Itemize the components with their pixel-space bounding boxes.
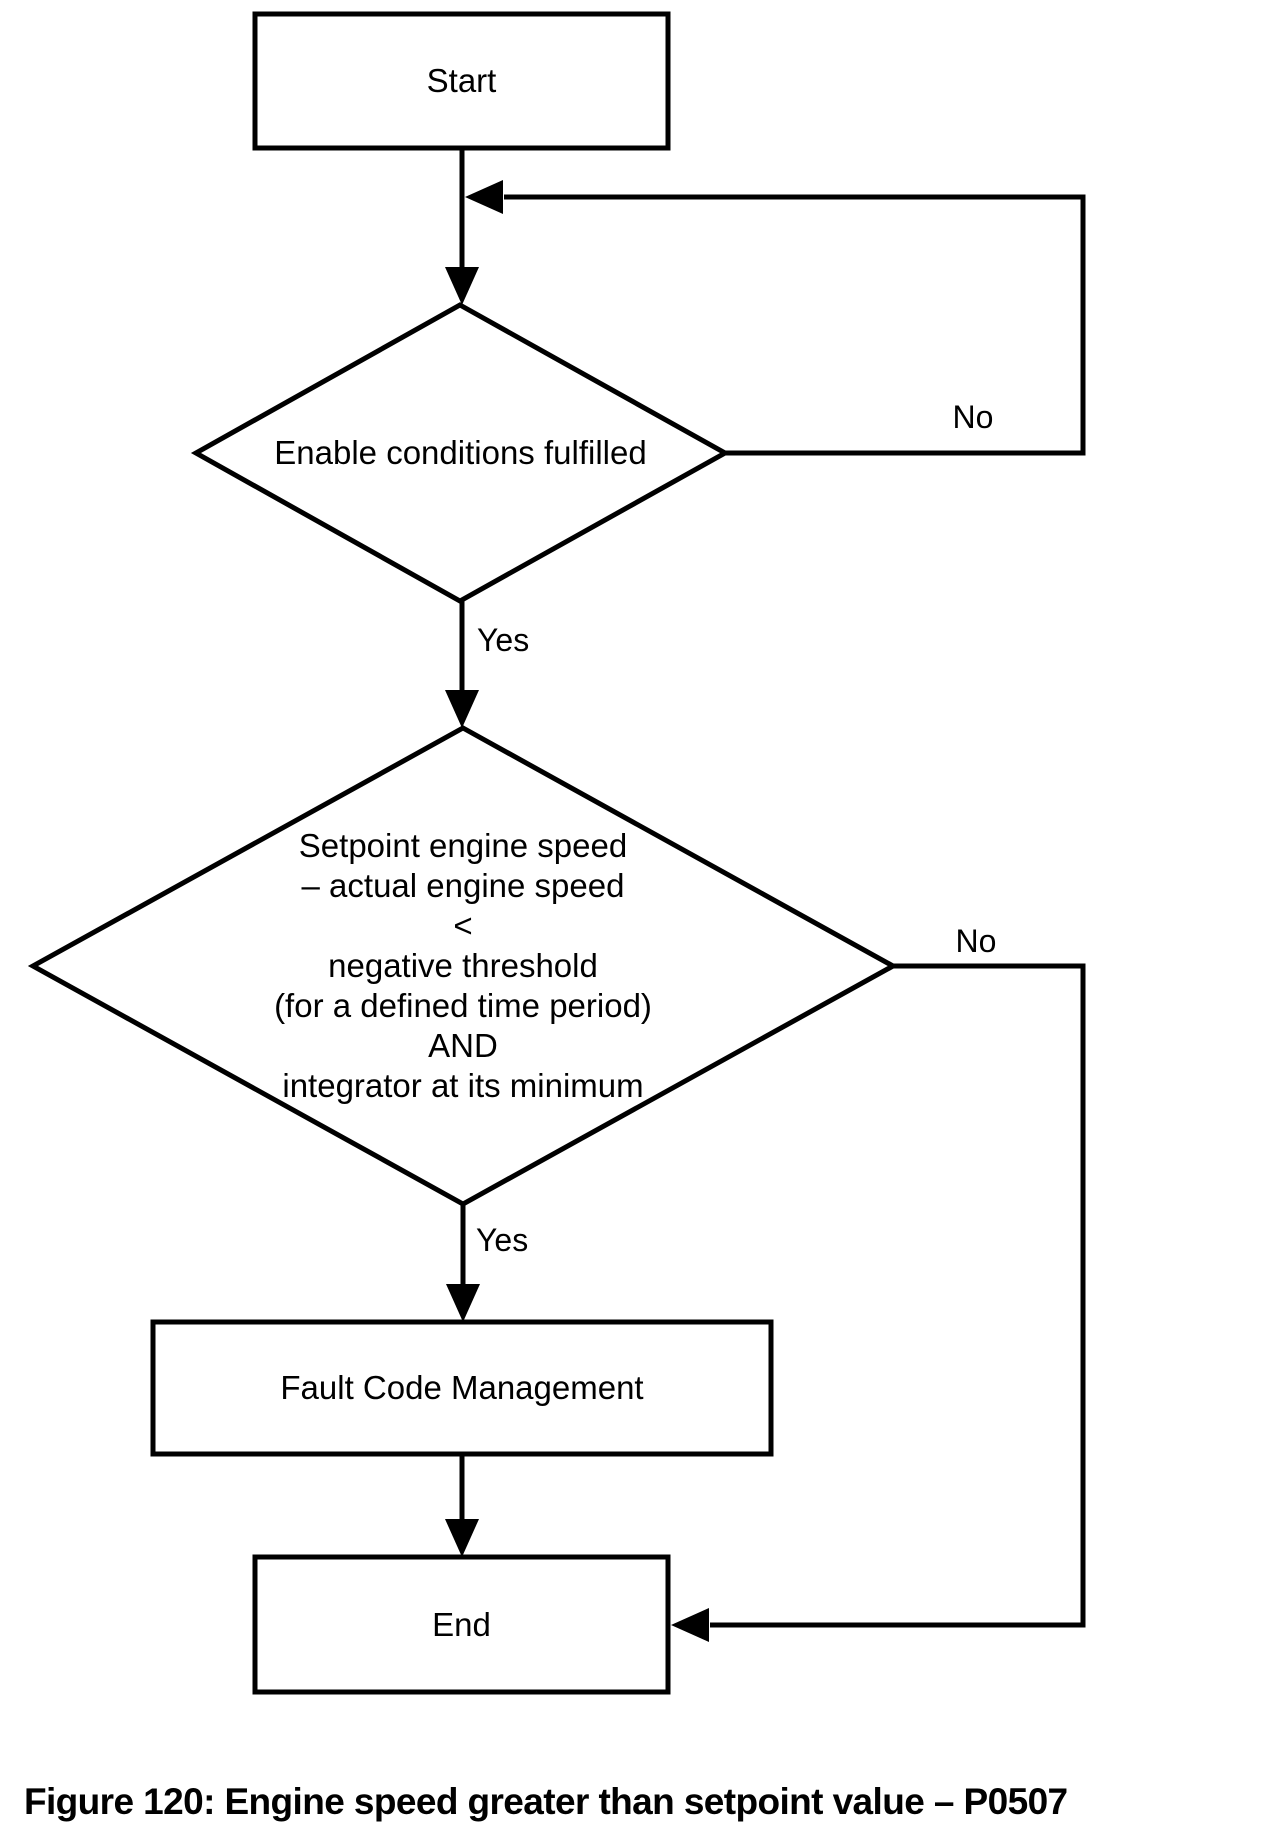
decision1-no-label: No [952, 399, 994, 435]
decision2-line: negative threshold [328, 947, 598, 984]
fault-node-shape [150, 1319, 774, 1457]
figure-caption: Figure 120: Engine speed greater than se… [24, 1781, 1068, 1822]
decision2-yes-label: Yes [476, 1222, 529, 1258]
decision2-line: (for a defined time period) [274, 987, 652, 1024]
decision2-line: integrator at its minimum [282, 1067, 644, 1104]
start-node-label: Start [426, 62, 497, 99]
decision2-line: AND [428, 1027, 498, 1064]
fault-node-label: Fault Code Management [280, 1369, 644, 1406]
decision2-line: Setpoint engine speed [298, 827, 628, 864]
arrowhead-into-end [445, 1519, 479, 1557]
end-node-shape [252, 1554, 671, 1695]
arrowhead-no-loop-merge [465, 180, 503, 214]
decision2-no-label: No [955, 923, 997, 959]
decision1-shape [190, 302, 731, 604]
edge-decision2-no [710, 963, 1086, 1628]
arrowhead-into-fault [446, 1284, 480, 1322]
decision1-yes-label: Yes [477, 622, 530, 658]
decision2-line: < [453, 907, 473, 944]
decision2-line: – actual engine speed [301, 867, 625, 904]
end-node-label: End [432, 1605, 491, 1643]
arrowhead-into-decision1 [445, 267, 479, 305]
arrowhead-into-decision2 [445, 690, 479, 728]
decision2-shape [27, 725, 899, 1207]
edge-decision1-no-loop [504, 194, 1086, 456]
arrowhead-into-end-side [671, 1608, 709, 1642]
decision2-label: Setpoint engine speed – actual engine sp… [133, 825, 793, 1107]
start-node-shape [252, 11, 671, 151]
decision1-label: Enable conditions fulfilled [274, 434, 647, 471]
